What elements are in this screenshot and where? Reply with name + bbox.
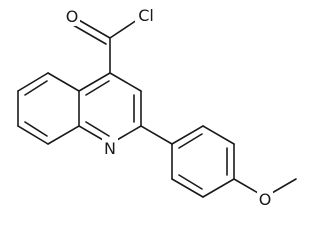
bond-ar4-ar5: [202, 178, 235, 198]
chlorine-label: Cl: [138, 6, 154, 25]
bond-c4-c3: [109, 72, 142, 92]
bond-ar1-ar2: [171, 125, 204, 145]
bond-ar5-ar6-inner: [178, 174, 203, 190]
methoxy-oxygen-bg: [257, 189, 273, 209]
bond-n1-c8a-inner: [85, 121, 110, 137]
atom-labels: O Cl N O: [64, 5, 273, 209]
bond-ar2-ar3: [202, 125, 235, 145]
chemical-structure: O Cl N O: [17, 5, 297, 209]
methoxy-oxygen-label: O: [259, 190, 272, 209]
bond-c7-c8-inner: [24, 121, 48, 137]
carbonyl-oxygen-bg: [64, 6, 80, 26]
bond-ar1-ar2-inner: [178, 133, 203, 149]
chlorine-bg: [135, 5, 157, 25]
carbonyl-oxygen-label: O: [66, 7, 79, 26]
bond-c7-c8: [17, 125, 49, 145]
bond-c4a-c4-inner: [85, 80, 110, 96]
bond-c2-aryl: [140, 125, 173, 145]
bond-c8-c8a: [47, 125, 80, 145]
bond-c5-c6: [17, 72, 49, 92]
ring-nitrogen-bg: [102, 138, 118, 157]
bond-carbonyl-double-b: [72, 24, 107, 45]
bonds: [17, 17, 297, 198]
bond-c5-c6-inner: [24, 80, 48, 96]
bond-ar5-ar6: [171, 178, 204, 198]
bond-c4a-c5: [47, 72, 80, 92]
bond-c4a-c4: [78, 72, 111, 92]
ring-nitrogen-label: N: [104, 139, 116, 158]
bond-carbonyl-double-a: [76, 18, 111, 39]
